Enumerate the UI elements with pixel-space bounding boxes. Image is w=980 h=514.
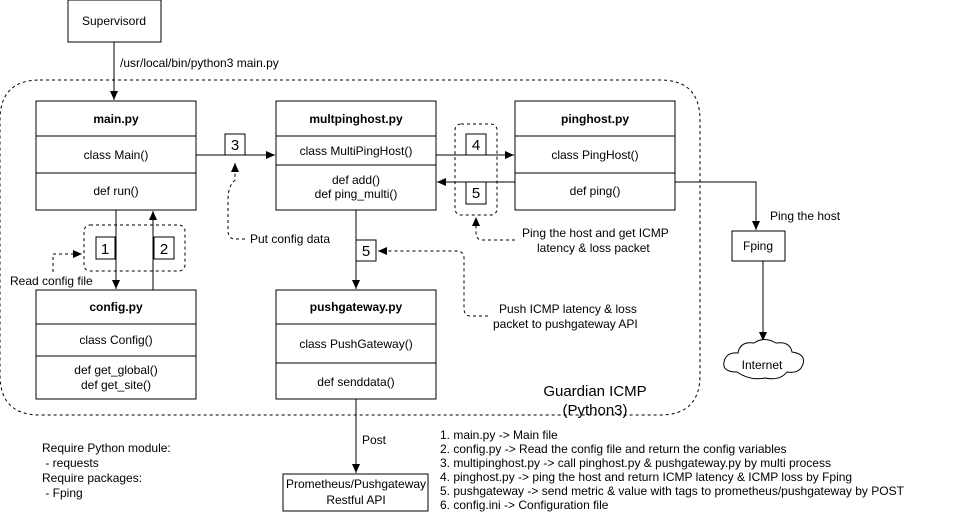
step-5-box — [465, 181, 487, 205]
main-py-class: main.py class Main() def run() — [35, 100, 197, 211]
legend-line: 3. multipinghost.py -> call pinghost.py … — [440, 456, 831, 470]
requirement-line: Require Python module: — [42, 441, 171, 455]
config-py-title: config.py — [89, 300, 143, 314]
multpinghost-py-title: multpinghost.py — [309, 112, 403, 126]
main-py-method: def run() — [93, 184, 138, 198]
pinghost-py-class: pinghost.py class PingHost() def ping() — [514, 100, 676, 211]
step-5b-box — [355, 239, 377, 262]
prometheus-box — [282, 473, 429, 512]
ping-get-label-line1: Ping the host and get ICMP — [522, 226, 669, 240]
supervisord-label: Supervisord — [82, 14, 146, 28]
step-4-box — [465, 133, 487, 156]
pinghost-to-fping-arrow — [675, 181, 760, 230]
config-py-class: config.py class Config() def get_global(… — [35, 289, 197, 400]
command-label: /usr/local/bin/python3 main.py — [120, 56, 279, 70]
read-config-label: Read config file — [10, 274, 93, 288]
step-5-label: 5 — [472, 185, 480, 202]
step-1-label: 1 — [101, 241, 109, 258]
main-py-title: main.py — [93, 112, 139, 126]
config-py-method: def get_global() — [74, 363, 157, 377]
group-title: Guardian ICMP — [543, 383, 646, 400]
step-2-label: 2 — [160, 241, 168, 258]
multpinghost-py-method: def add() — [332, 173, 380, 187]
requirement-line: - requests — [42, 456, 99, 470]
push-icmp-label-line2: packet to pushgateway API — [493, 317, 638, 331]
push-icmp-pointer — [378, 247, 488, 317]
config-py-method: def get_site() — [81, 378, 151, 392]
put-config-label: Put config data — [250, 232, 330, 246]
step-1-box — [95, 236, 116, 260]
ping-get-label-line2: latency & loss packet — [537, 241, 650, 255]
fping-box — [731, 230, 786, 262]
pinghost-py-title: pinghost.py — [561, 112, 629, 126]
pinghost-py-class-name: class PingHost() — [551, 148, 638, 162]
config-py-class-name: class Config() — [79, 333, 152, 347]
main-py-class-name: class Main() — [84, 148, 149, 162]
pinghost-steps-dashed-group — [454, 123, 498, 216]
pushgateway-py-method: def senddata() — [317, 375, 394, 389]
prometheus-label-line2: Restful API — [326, 493, 385, 507]
put-config-pointer — [227, 163, 245, 240]
pinghost-py-method: def ping() — [570, 184, 621, 198]
push-icmp-label-line1: Push ICMP latency & loss — [499, 302, 637, 316]
legend-line: 1. main.py -> Main file — [440, 428, 558, 442]
ping-get-pointer — [472, 217, 515, 241]
multpinghost-py-class: multpinghost.py class MultiPingHost() de… — [275, 100, 437, 211]
post-label: Post — [362, 433, 387, 447]
file-legend: 1. main.py -> Main file 2. config.py -> … — [440, 428, 905, 512]
legend-line: 5. pushgateway -> send metric & value wi… — [440, 484, 905, 498]
step-4-label: 4 — [472, 137, 480, 154]
pushgateway-py-class: pushgateway.py class PushGateway() def s… — [275, 289, 437, 400]
requirement-line: Require packages: — [42, 471, 142, 485]
guardian-icmp-group — [0, 79, 701, 416]
pushgateway-py-class-name: class PushGateway() — [299, 337, 412, 351]
multpinghost-py-method: def ping_multi() — [315, 187, 398, 201]
legend-line: 6. config.ini -> Configuration file — [440, 498, 609, 512]
step-3-box — [224, 133, 246, 156]
internet-label: Internet — [742, 358, 783, 372]
prometheus-label-line1: Prometheus/Pushgateway — [286, 477, 426, 491]
step-2-box — [153, 236, 175, 260]
pushgateway-py-title: pushgateway.py — [310, 300, 403, 314]
group-subtitle: (Python3) — [562, 402, 627, 419]
legend-line: 4. pinghost.py -> ping the host and retu… — [440, 470, 852, 484]
fping-label: Fping — [743, 239, 773, 253]
config-steps-dashed-group — [83, 224, 186, 272]
requirements-list: Require Python module: - requests Requir… — [42, 441, 171, 500]
step-5b-label: 5 — [362, 243, 370, 260]
legend-line: 2. config.py -> Read the config file and… — [440, 442, 787, 456]
ping-host-label: Ping the host — [770, 209, 841, 223]
internet-cloud — [723, 339, 804, 380]
step-3-label: 3 — [231, 137, 239, 154]
requirement-line: - Fping — [42, 486, 83, 500]
multpinghost-py-class-name: class MultiPingHost() — [300, 144, 413, 158]
read-config-pointer — [52, 250, 82, 272]
